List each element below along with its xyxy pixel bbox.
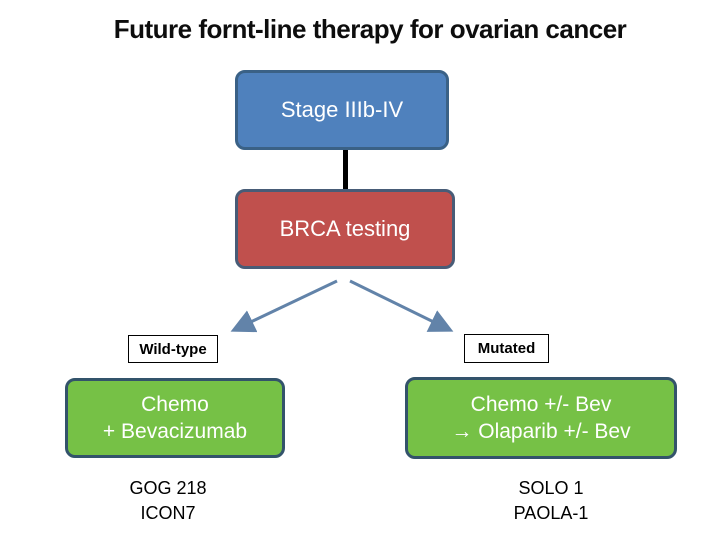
trials-left-line2: ICON7 xyxy=(140,503,196,523)
chemo-olaparib-line1: Chemo +/- Bev xyxy=(470,393,612,416)
chemo-olaparib-box: Chemo +/- Bev → Olaparib +/- Bev xyxy=(405,377,677,459)
trials-right-line1: SOLO 1 xyxy=(518,478,584,498)
left-branch-arrow xyxy=(230,279,338,333)
trials-left-line1: GOG 218 xyxy=(129,478,207,498)
stage-to-brca-connector xyxy=(343,150,348,191)
slide-title: Future fornt-line therapy for ovarian ca… xyxy=(113,14,627,44)
mutated-tag-label: Mutated xyxy=(477,340,536,357)
mutated-tag: Mutated xyxy=(464,334,549,363)
branch-arrows xyxy=(230,279,454,333)
brca-testing-box: BRCA testing xyxy=(235,189,455,269)
wild-type-tag-label: Wild-type xyxy=(139,340,207,358)
chemo-bevacizumab-line1: Chemo xyxy=(141,393,209,416)
stage-box: Stage IIIb-IV xyxy=(235,70,449,150)
chemo-bevacizumab-box: Chemo + Bevacizumab xyxy=(65,378,285,458)
wild-type-tag: Wild-type xyxy=(128,335,218,363)
trials-left: GOG 218 ICON7 xyxy=(58,476,278,526)
chemo-olaparib-line2: → Olaparib +/- Bev xyxy=(451,420,631,443)
trials-right-line2: PAOLA-1 xyxy=(513,503,589,523)
chemo-bevacizumab-line2: + Bevacizumab xyxy=(102,420,248,443)
trials-right: SOLO 1 PAOLA-1 xyxy=(405,476,697,526)
stage-box-label: Stage IIIb-IV xyxy=(280,97,404,122)
brca-box-label: BRCA testing xyxy=(279,216,411,241)
right-branch-arrow xyxy=(349,279,454,332)
